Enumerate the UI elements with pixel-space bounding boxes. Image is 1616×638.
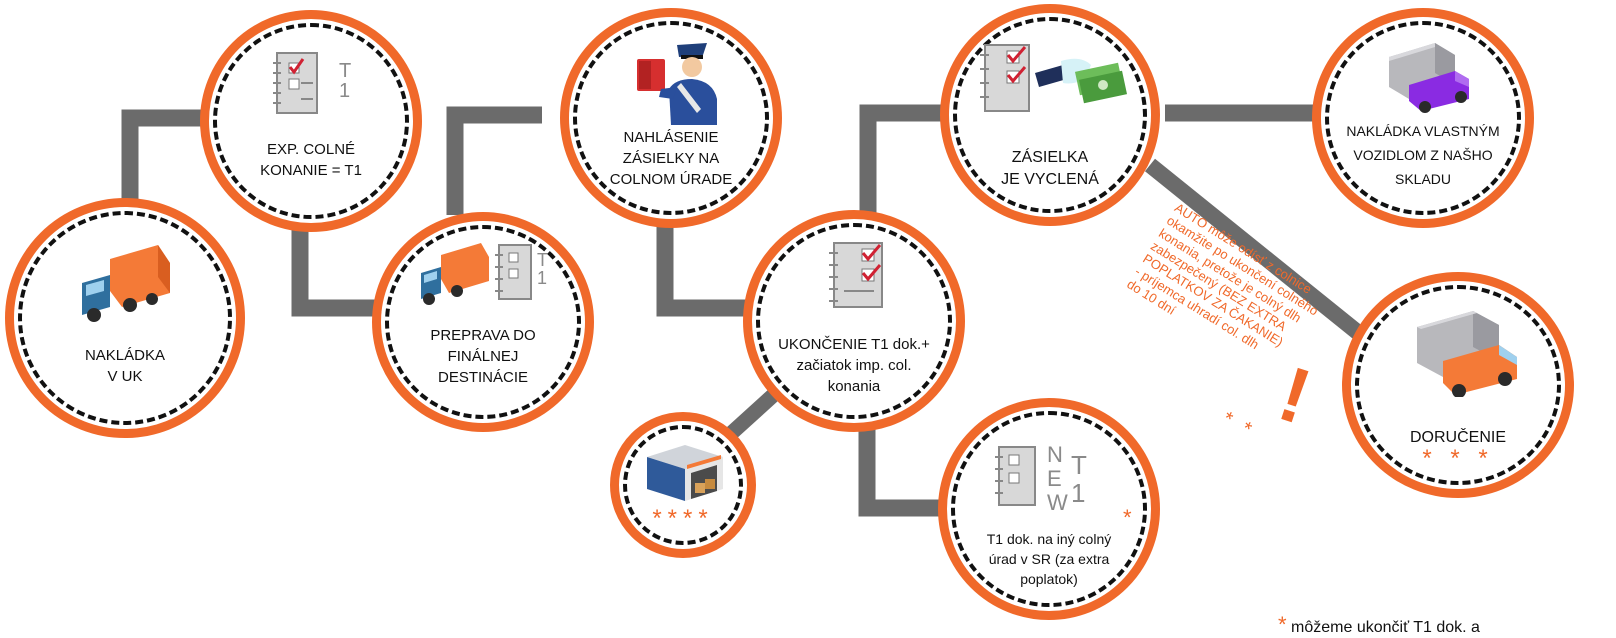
label-line: JE VYCLENÁ	[1001, 171, 1099, 188]
dashed-ring	[1355, 285, 1561, 485]
label-line: konania	[827, 378, 881, 395]
dashed-ring	[213, 23, 409, 219]
checklist-icon	[829, 242, 883, 308]
node-label: UKONČENIE T1 dok.+ začiatok imp. col. ko…	[752, 334, 956, 397]
new-document-icon	[995, 446, 1036, 506]
new-t1-star: *	[1123, 505, 1132, 530]
node-label: PREPRAVA DO FINÁLNEJ DESTINÁCIE	[381, 325, 585, 388]
payment-icon	[980, 44, 1127, 112]
node-new-t1: N E W T 1 * T1 dok. na iný colný úrad v …	[938, 398, 1160, 620]
node-label: EXP. COLNÉ KONANIE = T1	[209, 139, 413, 181]
label-line: NAKLÁDKA VLASTNÝM	[1346, 123, 1500, 139]
footnote: * môžeme ukončiť T1 dok. a	[1278, 612, 1480, 638]
node-nakladka-v-uk: NAKLÁDKA V UK	[5, 198, 245, 438]
connector-exp-preprava	[291, 205, 383, 317]
t1-mark: T 1	[1071, 450, 1087, 508]
node-label: NAHLÁSENIE ZÁSIELKY NA COLNOM ÚRADE	[569, 127, 773, 190]
dashed-ring	[756, 223, 952, 419]
footnote-marker: *	[1278, 612, 1287, 637]
node-label: T1 dok. na iný colný úrad v SR (za extra…	[947, 529, 1151, 589]
label-line: UKONČENIE T1 dok.+	[778, 336, 930, 353]
van-icon	[1389, 43, 1469, 113]
dashed-ring	[951, 411, 1147, 607]
label-line: PREPRAVA DO	[430, 327, 536, 344]
truck-icon	[82, 245, 170, 322]
label-line: V UK	[107, 368, 143, 385]
footnote-text: môžeme ukončiť T1 dok. a	[1291, 619, 1480, 636]
label-line: DESTINÁCIE	[437, 369, 528, 386]
label-line: VOZIDLOM Z NAŠHO	[1353, 147, 1493, 163]
node-label: ZÁSIELKA JE VYCLENÁ	[949, 147, 1151, 191]
label-line: T1 dok. na iný colný	[986, 531, 1112, 547]
dashed-ring	[953, 17, 1147, 213]
node-label: NAKLÁDKA VLASTNÝM VOZIDLOM Z NAŠHO SKLAD…	[1321, 119, 1525, 191]
dashed-ring	[1325, 21, 1521, 215]
node-ukoncenie: UKONČENIE T1 dok.+ začiatok imp. col. ko…	[743, 210, 965, 432]
label-line: NAKLÁDKA	[84, 347, 166, 364]
label-line: COLNOM ÚRADE	[609, 171, 733, 188]
node-nakladka-vlastnym: NAKLÁDKA VLASTNÝM VOZIDLOM Z NAŠHO SKLAD…	[1312, 8, 1534, 228]
dorucenie-stars: * * *	[1422, 445, 1494, 472]
dashed-ring	[573, 21, 769, 215]
node-label: DORUČENIE	[1409, 429, 1506, 446]
dashed-ring	[385, 225, 581, 419]
node-exp-colne-konanie: T 1 EXP. COLNÉ KONANIE = T1	[200, 10, 422, 232]
label-line: FINÁLNEJ	[447, 348, 519, 365]
customs-officer-icon	[637, 43, 717, 125]
label-line: SKLADU	[1394, 171, 1452, 187]
doc-mark-t1: T 1	[537, 250, 548, 288]
dashed-ring	[18, 211, 232, 425]
label-line: EXP. COLNÉ	[266, 141, 356, 158]
doc-mark-t1: T 1	[339, 60, 352, 102]
delivery-truck-icon	[1417, 311, 1517, 397]
warehouse-icon	[647, 445, 723, 501]
node-preprava: T 1 PREPRAVA DO FINÁLNEJ DESTINÁCIE	[372, 212, 594, 432]
connector-zasielka-dorucenie	[1144, 158, 1398, 367]
label-line: poplatok)	[1020, 571, 1078, 587]
label-line: NAHLÁSENIE	[623, 129, 719, 146]
warehouse-stars: ****	[652, 505, 714, 532]
connector-ukoncenie-zasielka	[859, 104, 946, 232]
dashed-ring	[623, 425, 743, 545]
node-nahlasenie: NAHLÁSENIE ZÁSIELKY NA COLNOM ÚRADE	[560, 8, 782, 228]
new-mark: N E W	[1047, 442, 1068, 515]
connector-nahlasenie-ukoncenie	[656, 205, 752, 317]
truck-document-icon	[421, 243, 532, 305]
node-dorucenie: DORUČENIE * * *	[1342, 272, 1574, 498]
connector-preprava-nahlasenie	[446, 106, 542, 215]
label-line: ZÁSIELKY NA	[622, 150, 720, 167]
label-line: KONANIE = T1	[260, 162, 362, 179]
document-icon	[273, 52, 318, 114]
node-warehouse: ****	[610, 412, 756, 558]
label-line: začiatok imp. col.	[796, 357, 912, 374]
node-label: NAKLÁDKA V UK	[14, 345, 236, 387]
label-line: ZÁSIELKA	[1011, 149, 1089, 166]
label-line: úrad v SR (za extra	[988, 551, 1110, 567]
node-zasielka: ZÁSIELKA JE VYCLENÁ	[940, 4, 1160, 226]
